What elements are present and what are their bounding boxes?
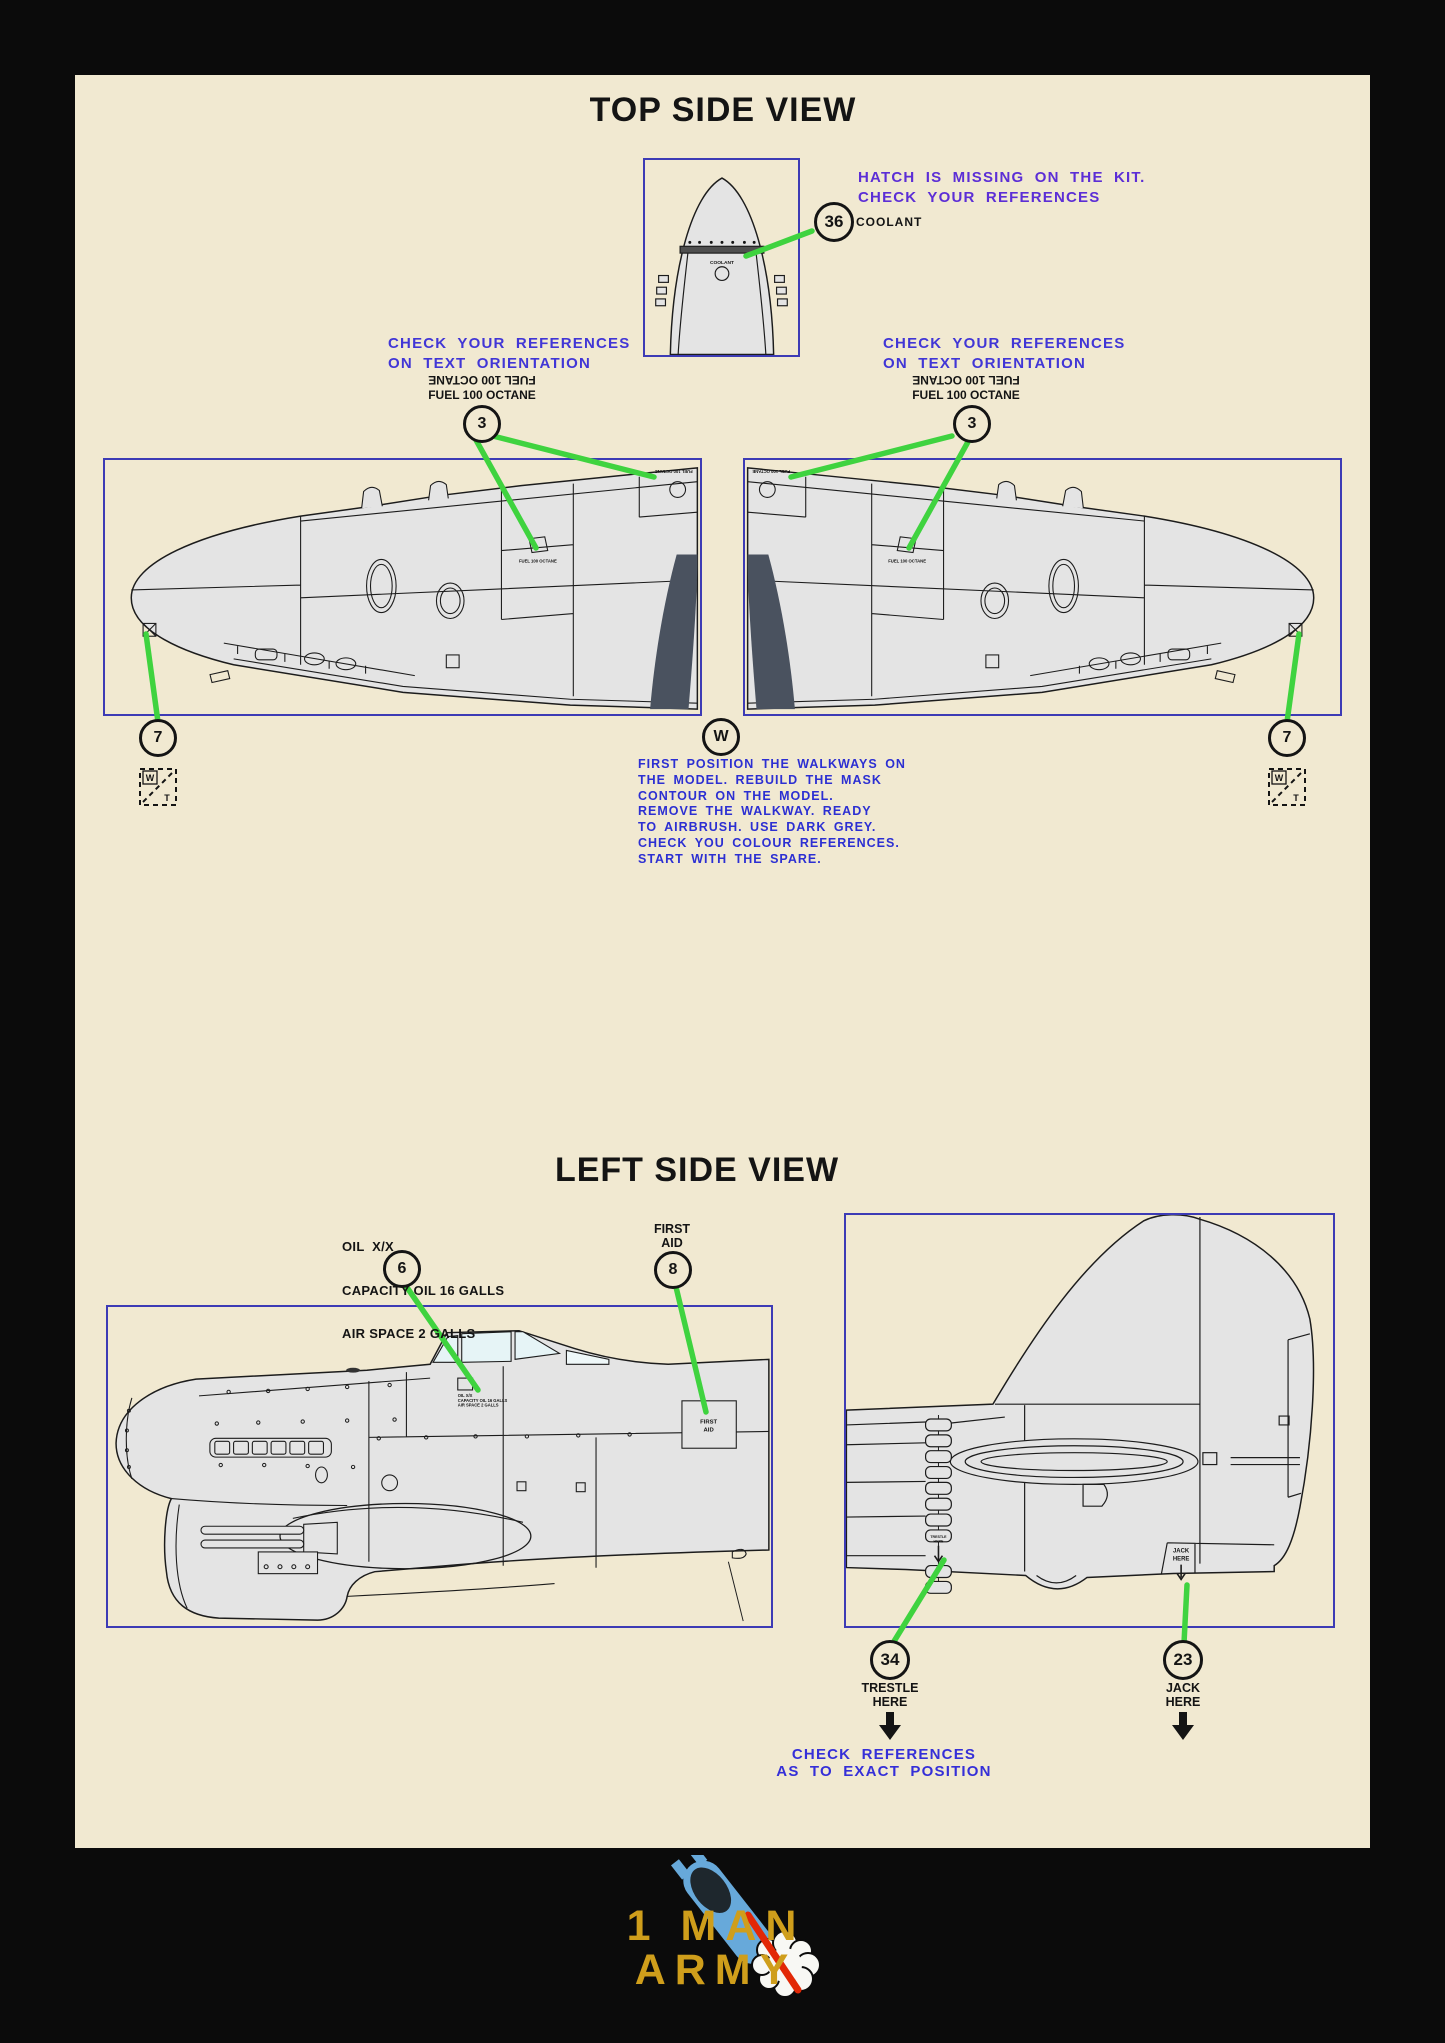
- marker-34: 34: [870, 1640, 910, 1680]
- marker-6: 6: [383, 1250, 421, 1288]
- marker-7-left: 7: [139, 719, 177, 757]
- jack-stencil: JACK: [1173, 1549, 1190, 1555]
- svg-text:W: W: [1275, 773, 1284, 783]
- marker-7-right: 7: [1268, 719, 1306, 757]
- svg-text:HERE: HERE: [1173, 1557, 1190, 1563]
- oil-capacity-note: OIL X/X CAPACITY OIL 16 GALLS AIR SPACE …: [342, 1239, 505, 1341]
- svg-text:T: T: [164, 793, 170, 803]
- walkway-tread-symbol-right: W T: [1268, 768, 1306, 806]
- position-note: CHECK REFERENCES AS TO EXACT POSITION: [776, 1746, 992, 1780]
- marker-3-right: 3: [953, 405, 991, 443]
- brand-logo-line1: 1 MAN: [626, 1902, 806, 1950]
- marker-36: 36: [814, 202, 854, 242]
- fuel-stencil-right: FUEL 100 OCTANE: [912, 388, 1020, 402]
- down-arrow-icon: [1172, 1712, 1194, 1740]
- tail-drawing: TRESTLE HERE JACK HERE: [846, 1215, 1315, 1594]
- marker-36-label: COOLANT: [856, 215, 923, 229]
- right-wing-drawing: FUEL 100 OCTANE FUEL 100 OCTANE: [746, 467, 1315, 710]
- svg-text:T: T: [1293, 793, 1299, 803]
- jack-here-label: JACK HERE: [1165, 1681, 1201, 1709]
- orientation-note-right: CHECK YOUR REFERENCES ON TEXT ORIENTATIO…: [883, 335, 1126, 372]
- oil-hatch-stencil: OIL X/X: [458, 1393, 473, 1398]
- side-view-title: LEFT SIDE VIEW: [554, 1151, 840, 1189]
- walkway-tread-symbol-left: W T: [139, 768, 177, 806]
- flame-streak-icon: [744, 1911, 802, 1994]
- hatch-missing-note: HATCH IS MISSING ON THE KIT. CHECK YOUR …: [858, 169, 1146, 206]
- marker-w: W: [702, 718, 740, 756]
- nose-top-view-box: COOLANT: [643, 158, 800, 357]
- orientation-note-left: CHECK YOUR REFERENCES ON TEXT ORIENTATIO…: [388, 335, 631, 372]
- svg-text:AIR SPACE 2 GALLS: AIR SPACE 2 GALLS: [458, 1403, 499, 1408]
- down-arrow-icon: [879, 1712, 901, 1740]
- right-wing-top-view-box: FUEL 100 OCTANE FUEL 100 OCTANE: [743, 458, 1342, 716]
- left-wing-drawing: FUEL 100 OCTANE FUEL 100 OCTANE: [130, 467, 699, 710]
- trestle-stencil: TRESTLE: [930, 1535, 947, 1539]
- marker-23: 23: [1163, 1640, 1203, 1680]
- fuel-stencil-left: FUEL 100 OCTANE: [428, 388, 536, 402]
- coolant-stencil: COOLANT: [710, 260, 734, 266]
- trestle-here-label: TRESTLE HERE: [861, 1681, 919, 1709]
- wing-fuel-hatch-stencil: FUEL 100 OCTANE: [888, 558, 926, 563]
- tail-side-view-box: TRESTLE HERE JACK HERE: [844, 1213, 1335, 1628]
- left-wing-top-view-box: FUEL 100 OCTANE FUEL 100 OCTANE: [103, 458, 702, 716]
- marker-3-left: 3: [463, 405, 501, 443]
- fuel-stencil-flipped-left: FUEL 100 OCTANE: [428, 373, 536, 387]
- first-aid-note: FIRST AID: [653, 1222, 691, 1250]
- top-view-title: TOP SIDE VIEW: [589, 91, 857, 129]
- fuel-stencil-flipped-right: FUEL 100 OCTANE: [912, 373, 1020, 387]
- wing-filler-stencil: FUEL 100 OCTANE: [655, 469, 693, 474]
- svg-text:HERE: HERE: [934, 1539, 944, 1543]
- first-aid-hatch-stencil: FIRST: [700, 1420, 717, 1426]
- marker-8: 8: [654, 1251, 692, 1289]
- nose-drawing: COOLANT: [655, 177, 788, 355]
- svg-text:W: W: [146, 773, 155, 783]
- wing-fuel-hatch-stencil: FUEL 100 OCTANE: [519, 558, 557, 563]
- svg-text:CAPACITY OIL 16 GALLS: CAPACITY OIL 16 GALLS: [458, 1398, 508, 1403]
- fuselage-drawing: FIRST AID OIL X/X CAPACITY OIL 16 GALLS …: [115, 1329, 770, 1622]
- wing-filler-stencil: FUEL 100 OCTANE: [752, 469, 790, 474]
- svg-text:AID: AID: [704, 1427, 715, 1433]
- walkway-instructions: FIRST POSITION THE WALKWAYS ON THE MODEL…: [638, 757, 906, 866]
- brand-logo-graphic: [671, 1855, 821, 1998]
- brand-logo-line2: ARMY: [634, 1946, 798, 1994]
